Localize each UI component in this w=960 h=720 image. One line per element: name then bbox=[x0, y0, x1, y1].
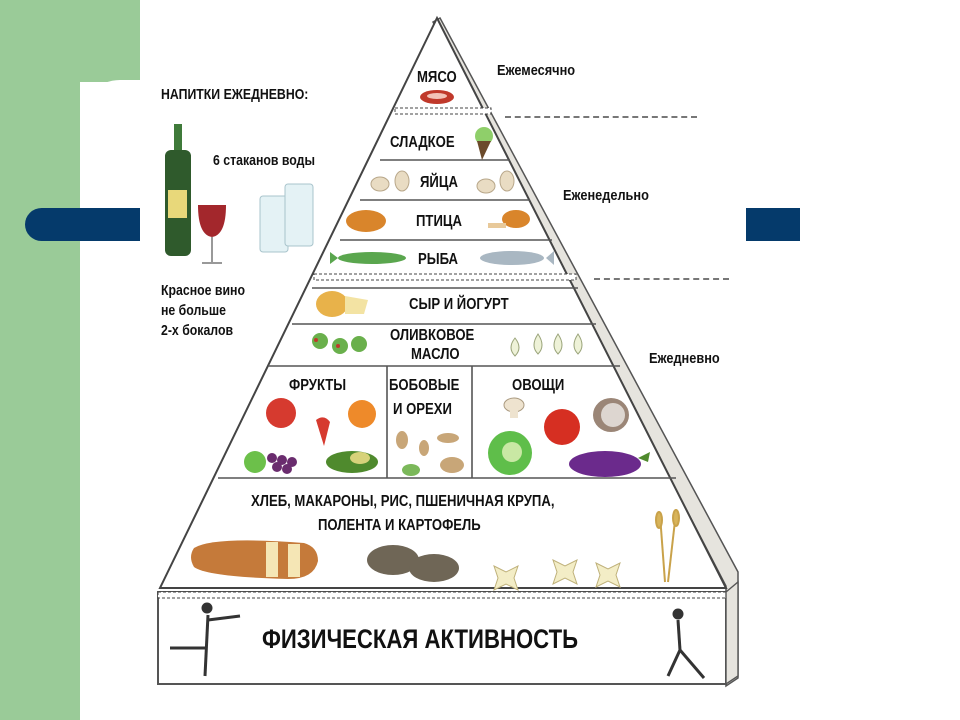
wine-label-line1: Красное вино bbox=[161, 282, 245, 299]
tier-legumes-line1: БОБОВЫЕ bbox=[389, 377, 460, 394]
slide-accent-bar-left bbox=[25, 208, 140, 241]
olives-icon bbox=[312, 333, 367, 354]
ice-cream-icon bbox=[475, 127, 493, 160]
walker-figure-icon bbox=[666, 608, 706, 679]
dotted-band-3 bbox=[157, 591, 727, 599]
wine-glass-icon bbox=[198, 205, 226, 264]
tier-vegetables: ОВОЩИ bbox=[512, 377, 565, 394]
wine-label-line2: не больше bbox=[161, 302, 226, 319]
dotted-band-1 bbox=[394, 107, 492, 115]
oil-drops-icon bbox=[510, 333, 583, 357]
drinks-title: НАПИТКИ ЕЖЕДНЕВНО: bbox=[161, 86, 309, 103]
steak-icon bbox=[420, 90, 454, 104]
pasta-icon bbox=[493, 559, 621, 591]
monthly-divider bbox=[505, 116, 697, 118]
water-label: 6 стаканов воды bbox=[213, 152, 315, 169]
frequency-daily: Ежедневно bbox=[649, 350, 720, 367]
wine-label-line3: 2-х бокалов bbox=[161, 322, 234, 339]
fish-icon bbox=[330, 251, 554, 265]
fruits-icon bbox=[244, 398, 378, 474]
tier-fruits: ФРУКТЫ bbox=[289, 377, 347, 394]
water-glasses-icon bbox=[259, 183, 314, 253]
slide-green-corner bbox=[0, 0, 140, 82]
potatoes-icon bbox=[367, 545, 459, 582]
tier-olive-oil-line1: ОЛИВКОВОЕ bbox=[390, 327, 475, 344]
wine-bottle-icon bbox=[165, 124, 191, 256]
tier-olive-oil-line2: МАСЛО bbox=[411, 346, 460, 363]
bread-icon bbox=[191, 540, 318, 579]
tier-cheese-yogurt: СЫР И ЙОГУРТ bbox=[409, 296, 509, 313]
tier-eggs: ЯЙЦА bbox=[420, 174, 458, 191]
legumes-icon bbox=[396, 431, 464, 476]
eggs-icon bbox=[370, 170, 515, 194]
frequency-monthly: Ежемесячно bbox=[497, 62, 576, 79]
activity-box bbox=[157, 591, 727, 685]
slide-green-strip bbox=[0, 0, 80, 720]
wheat-icon bbox=[655, 509, 680, 583]
tier-grains-line2: ПОЛЕНТА И КАРТОФЕЛЬ bbox=[318, 517, 481, 534]
roast-chicken-icon bbox=[346, 210, 386, 232]
physical-activity-label: ФИЗИЧЕСКАЯ АКТИВНОСТЬ bbox=[262, 624, 579, 654]
tier-fish: РЫБА bbox=[418, 251, 459, 268]
pyramid-side-face bbox=[432, 16, 739, 688]
pyramid-front bbox=[158, 15, 728, 589]
tier-sweets: СЛАДКОЕ bbox=[390, 134, 455, 151]
drumstick-icon bbox=[488, 210, 530, 228]
slide-accent-bar-right bbox=[746, 208, 800, 241]
tier-legumes-line2: И ОРЕХИ bbox=[393, 401, 452, 418]
tier-meat: МЯСО bbox=[417, 69, 457, 86]
dancer-figure-icon bbox=[170, 602, 241, 677]
cheese-icon bbox=[316, 291, 368, 317]
tier-poultry: ПТИЦА bbox=[416, 213, 462, 230]
frequency-weekly: Еженедельно bbox=[563, 187, 649, 204]
dotted-band-2 bbox=[313, 273, 577, 281]
weekly-divider bbox=[594, 278, 729, 280]
tier-grains-line1: ХЛЕБ, МАКАРОНЫ, РИС, ПШЕНИЧНАЯ КРУПА, bbox=[251, 493, 555, 510]
vegetables-icon bbox=[488, 397, 650, 477]
